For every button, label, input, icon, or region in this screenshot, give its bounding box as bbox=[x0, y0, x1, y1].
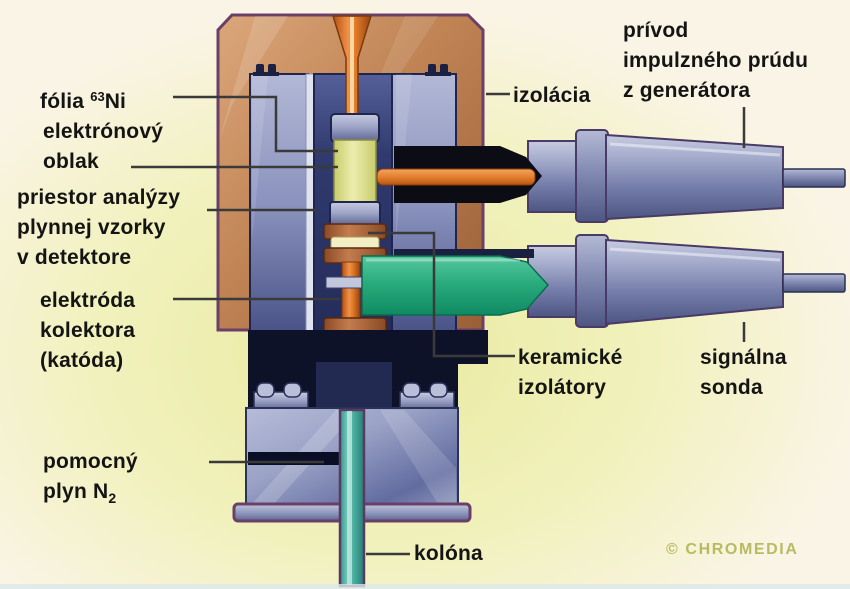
pulse-probe bbox=[527, 129, 846, 223]
label-insulation: izolácia bbox=[513, 84, 591, 107]
leader-keramicke bbox=[368, 231, 515, 358]
pulse-current-channel bbox=[376, 146, 542, 203]
castle-bolts bbox=[253, 382, 455, 411]
label-column: kolóna bbox=[414, 542, 483, 565]
label-collector-electrode: elektróda kolektora (katóda) bbox=[40, 289, 136, 372]
label-folia-prefix: fólia bbox=[40, 90, 91, 113]
top-bolts bbox=[253, 64, 451, 76]
label-folia-sup: 63 bbox=[90, 89, 105, 104]
leader-lines bbox=[131, 92, 746, 556]
label-auxiliary-gas-line2: plyn N bbox=[43, 480, 109, 503]
ni63-foil-and-electron-cloud bbox=[329, 113, 381, 227]
signal-channel bbox=[361, 249, 550, 316]
pulse-probe-pin bbox=[782, 168, 846, 188]
label-auxiliary-gas: pomocný plyn N2 bbox=[43, 447, 138, 513]
column-tube bbox=[338, 408, 366, 588]
seal-band bbox=[248, 330, 488, 411]
bottom-edge-strip bbox=[0, 584, 850, 589]
anode-conductor bbox=[376, 168, 536, 186]
label-electron-cloud: elektrónový oblak bbox=[43, 120, 164, 173]
leader-folia bbox=[173, 95, 338, 153]
label-folia-suffix: Ni bbox=[104, 90, 127, 113]
chromedia-watermark: © CHROMEDIA bbox=[666, 541, 799, 558]
label-pulse-current-supply: prívod impulzného prúdu z generátora bbox=[623, 19, 809, 102]
label-analysis-space: priestor analýzy plynnej vzorky v detekt… bbox=[17, 186, 181, 269]
label-signal-probe: signálna sonda bbox=[700, 346, 787, 399]
label-ceramic-insulators: keramické izolátory bbox=[518, 346, 623, 399]
label-folia-ni63: fólia 63Ni bbox=[40, 82, 126, 117]
label-auxiliary-gas-line1: pomocný bbox=[43, 450, 138, 473]
signal-probe-pin bbox=[782, 273, 846, 293]
label-auxiliary-gas-sub: 2 bbox=[108, 490, 117, 506]
signal-probe bbox=[527, 234, 846, 328]
